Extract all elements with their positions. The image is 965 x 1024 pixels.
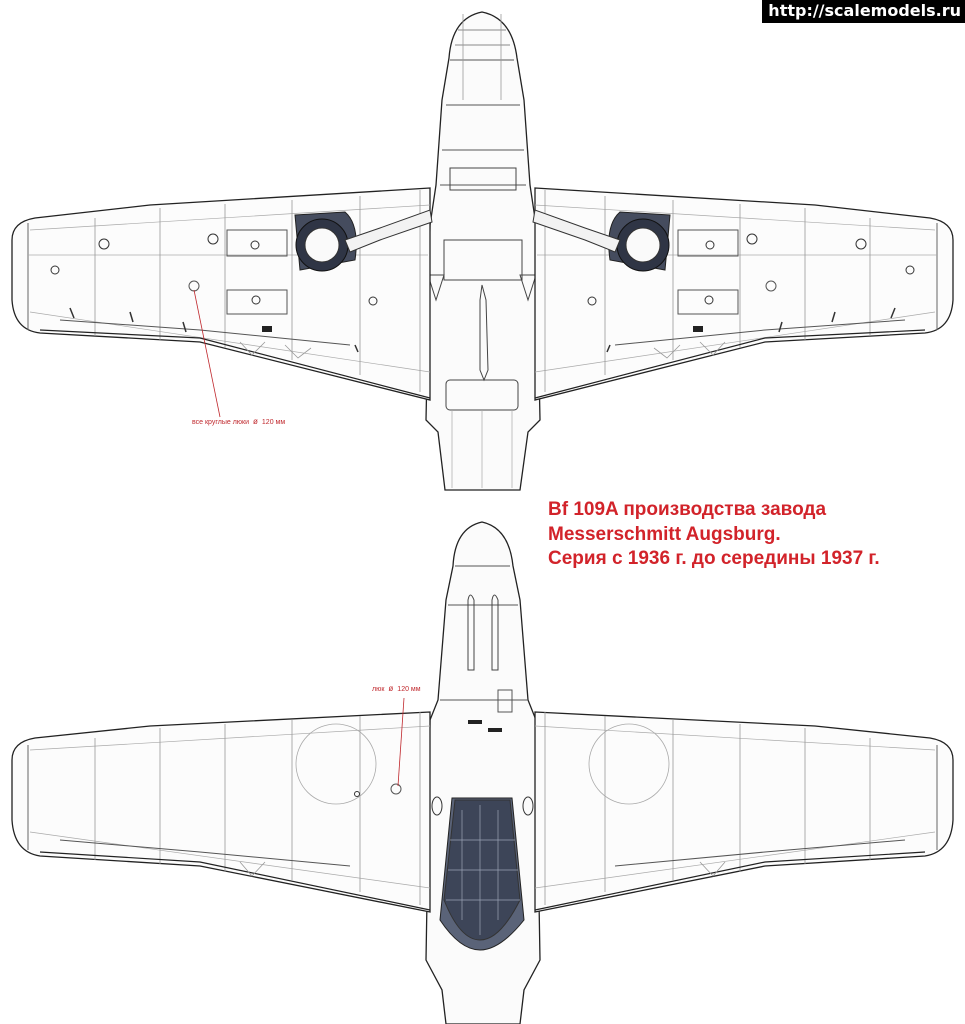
title-line-3: Серия с 1936 г. до середины 1937 г. — [548, 548, 880, 569]
watermark-url: http://scalemodels.ru — [762, 0, 965, 23]
lower-note-text: люк — [372, 686, 385, 693]
lower-note-size: 120 мм — [397, 686, 421, 693]
title-line-1: Bf 109A производства завода — [548, 499, 827, 520]
diameter-symbol-icon: ø — [388, 684, 394, 693]
drawing-title: Bf 109A производства завода Messerschmit… — [548, 498, 880, 572]
upper-note-text: все круглые люки — [192, 419, 250, 426]
aircraft-upper-view-icon — [11, 11, 954, 491]
title-line-2: Messerschmitt Augsburg. — [548, 523, 781, 545]
lower-leader-line — [397, 697, 405, 787]
upper-note-size: 120 мм — [261, 419, 286, 426]
upper-leader-line — [193, 289, 221, 418]
diameter-symbol-icon: ø — [253, 417, 258, 426]
aircraft-lower-view-icon — [11, 521, 954, 1024]
